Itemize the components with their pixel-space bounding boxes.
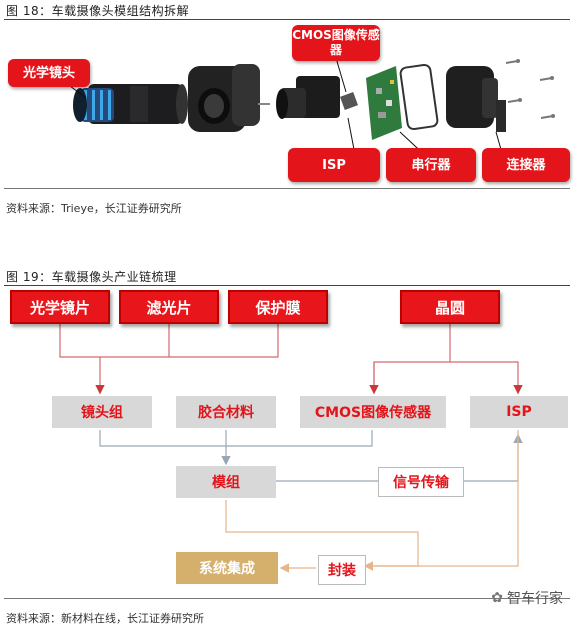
figure-18-bottom-rule — [4, 188, 570, 189]
figure-18-title: 图 18：车载摄像头模组结构拆解 — [6, 4, 190, 18]
box-packaging: 封装 — [318, 555, 366, 585]
box-signal-transmission: 信号传输 — [378, 467, 464, 497]
lens-barrel-illustration — [73, 84, 188, 124]
figure-18-source: 资料来源：Trieye，长江证券研究所 — [6, 202, 182, 215]
figure-19-title: 图 19：车载摄像头产业链梳理 — [6, 270, 177, 284]
pcb-illustration — [366, 66, 402, 140]
box-filter: 滤光片 — [119, 290, 219, 324]
box-optical-lens-material: 光学镜片 — [10, 290, 110, 324]
box-module: 模组 — [176, 466, 276, 498]
box-lens-group: 镜头组 — [52, 396, 152, 428]
label-isp: ISP — [288, 148, 380, 182]
label-connector: 连接器 — [482, 148, 570, 182]
label-optical-lens: 光学镜头 — [8, 59, 90, 87]
figure-19-source: 资料来源：新材料在线，长江证券研究所 — [6, 612, 204, 625]
watermark-text: 智车行家 — [507, 591, 563, 607]
screws-illustration — [505, 59, 555, 119]
lens-mount-illustration — [276, 76, 340, 119]
figure-19-bottom-rule — [4, 598, 570, 599]
figure-19-top-rule — [4, 285, 570, 286]
box-isp: ISP — [470, 396, 568, 428]
wechat-icon: ✿ — [491, 590, 503, 606]
label-cmos-sensor: CMOS图像传感器 — [292, 25, 380, 61]
camera-exploded-view — [69, 57, 555, 161]
box-system-integration: 系统集成 — [176, 552, 278, 584]
box-cmos-sensor: CMOS图像传感器 — [300, 396, 446, 428]
figure-18-top-rule — [4, 19, 570, 20]
box-wafer: 晶圆 — [400, 290, 500, 324]
box-adhesive: 胶合材料 — [176, 396, 276, 428]
back-cover-illustration — [446, 66, 506, 132]
box-protective-film: 保护膜 — [228, 290, 328, 324]
watermark: ✿ 智车行家 — [491, 588, 563, 608]
housing-illustration — [188, 64, 270, 132]
label-serializer: 串行器 — [386, 148, 476, 182]
